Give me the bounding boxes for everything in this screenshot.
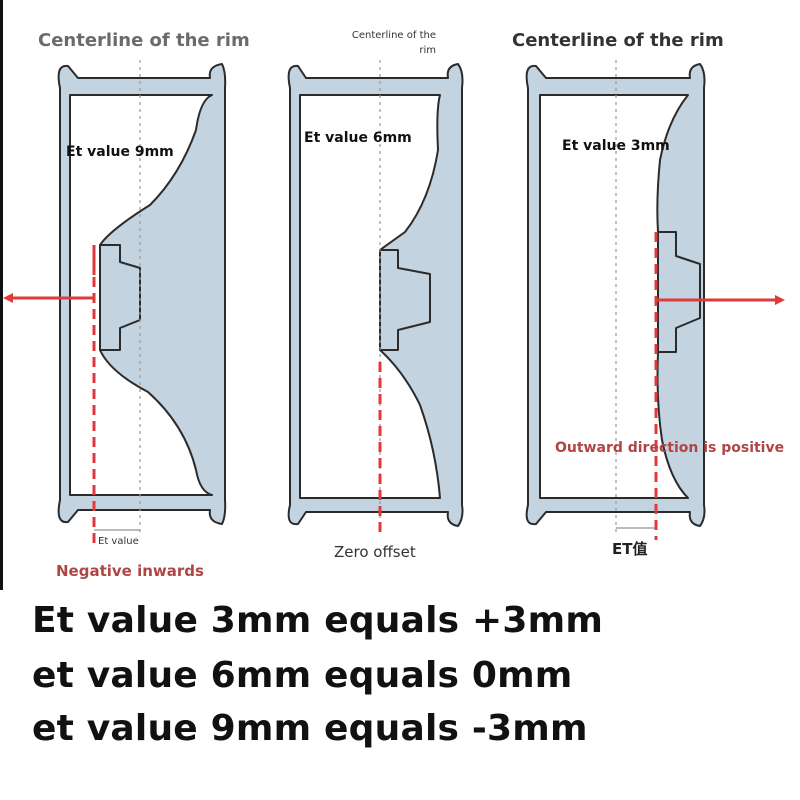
centerline-label-left: Centerline of the rim bbox=[38, 30, 250, 51]
et-label-right: Et value 3mm bbox=[562, 138, 670, 154]
rim-right bbox=[525, 63, 706, 527]
left-edge-bar bbox=[0, 0, 3, 590]
dim-label-left: Et value bbox=[98, 536, 139, 547]
note-outward-positive: Outward direction is positive bbox=[555, 440, 785, 456]
equation-1: Et value 3mm equals +3mm bbox=[32, 600, 604, 641]
dim-label-right: ET值 bbox=[612, 540, 648, 558]
equation-2: et value 6mm equals 0mm bbox=[32, 655, 573, 696]
centerline-label-right: Centerline of the rim bbox=[512, 30, 724, 51]
rim-middle bbox=[287, 63, 464, 527]
et-label-middle: Et value 6mm bbox=[304, 130, 412, 146]
dim-label-middle: Zero offset bbox=[334, 543, 416, 561]
rim-right-hub bbox=[657, 231, 701, 353]
et-label-left: Et value 9mm bbox=[66, 144, 174, 160]
equation-3: et value 9mm equals -3mm bbox=[32, 708, 588, 749]
rim-middle-hub bbox=[379, 249, 431, 351]
rim-left bbox=[57, 63, 227, 525]
rim-offset-diagram bbox=[0, 0, 785, 590]
centerline-label-middle: Centerline of the rim bbox=[351, 30, 436, 56]
note-negative-inwards: Negative inwards bbox=[56, 562, 204, 580]
